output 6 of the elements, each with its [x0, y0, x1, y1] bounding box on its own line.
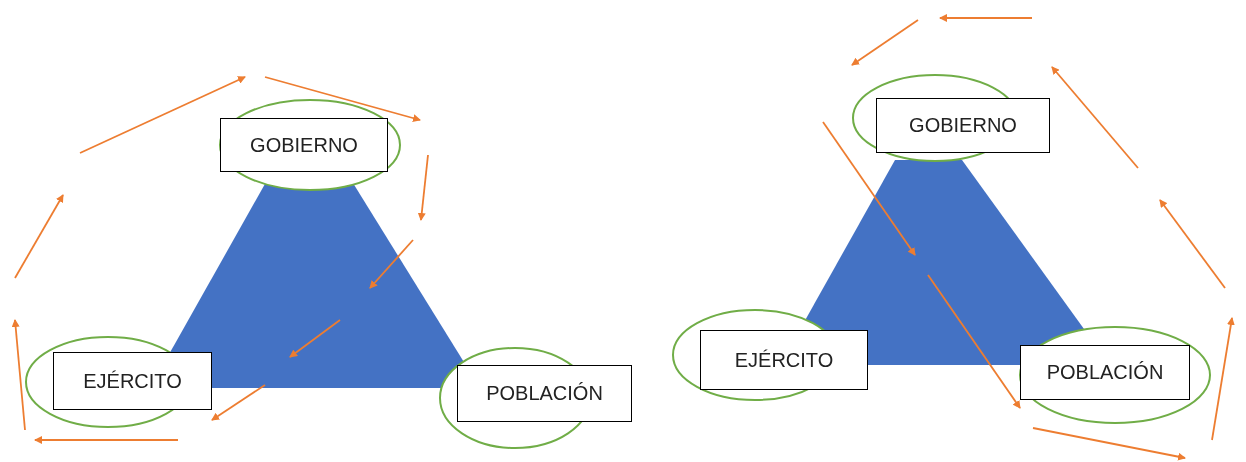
label-box: POBLACIÓN	[1020, 345, 1190, 400]
label-box: EJÉRCITO	[700, 330, 868, 390]
label-box: EJÉRCITO	[53, 352, 212, 410]
label-box: GOBIERNO	[876, 98, 1050, 153]
label-box: POBLACIÓN	[457, 365, 632, 422]
label-box: GOBIERNO	[220, 118, 388, 172]
